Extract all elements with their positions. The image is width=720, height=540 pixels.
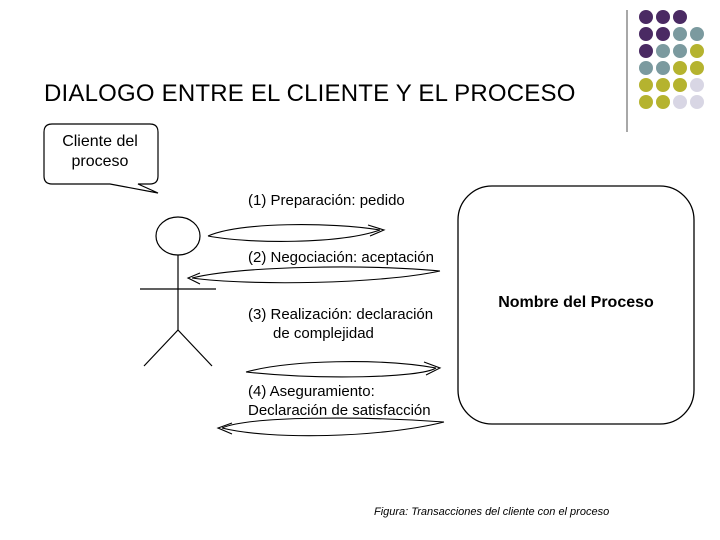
decorative-dot <box>656 10 670 24</box>
speech-bubble <box>43 123 159 194</box>
transaction-label-4: (4) Aseguramiento: Declaración de satisf… <box>248 382 431 420</box>
decorative-dot <box>690 95 704 109</box>
figure-caption: Figura: Transacciones del cliente con el… <box>374 506 610 518</box>
transaction-label-4-line-2: Declaración de satisfacción <box>248 402 431 419</box>
bubble-line-2: proceso <box>71 153 129 170</box>
decorative-dot <box>690 61 704 75</box>
bubble-line-1: Cliente del <box>62 133 138 150</box>
transaction-label-4-line-1: (4) Aseguramiento: <box>248 383 375 400</box>
decorative-dot <box>656 27 670 41</box>
page-title: DIALOGO ENTRE EL CLIENTE Y EL PROCESO <box>44 80 576 107</box>
decorative-dot <box>639 27 653 41</box>
decorative-dot <box>673 78 687 92</box>
decorative-dot <box>673 95 687 109</box>
decorative-dot <box>673 10 687 24</box>
transaction-arrow-3 <box>245 361 442 378</box>
transaction-arrow-2 <box>186 266 441 285</box>
decorative-dot <box>639 10 653 24</box>
process-name: Nombre del Proceso <box>498 294 654 311</box>
transaction-label-3-line-2: de complejidad <box>273 325 374 342</box>
title-divider-line <box>626 10 628 132</box>
decorative-dot <box>639 61 653 75</box>
speech-bubble-text: Cliente del proceso <box>44 132 156 172</box>
decorative-dot <box>656 78 670 92</box>
process-box <box>457 185 695 425</box>
decorative-dot-grid <box>639 10 704 109</box>
transaction-arrow-1 <box>207 224 386 242</box>
decorative-dot <box>656 95 670 109</box>
transaction-label-1: (1) Preparación: pedido <box>248 192 405 209</box>
decorative-dot <box>656 44 670 58</box>
decorative-dot <box>639 44 653 58</box>
decorative-dot <box>690 44 704 58</box>
decorative-dot <box>639 78 653 92</box>
decorative-dot <box>690 27 704 41</box>
transaction-arrow-4 <box>216 417 445 437</box>
stick-figure-icon <box>140 216 216 367</box>
decorative-dot <box>656 61 670 75</box>
decorative-dot <box>673 61 687 75</box>
decorative-dot <box>673 44 687 58</box>
transaction-label-2: (2) Negociación: aceptación <box>248 249 434 266</box>
decorative-dot <box>690 78 704 92</box>
decorative-dot <box>673 27 687 41</box>
decorative-dot <box>639 95 653 109</box>
transaction-label-3-line-1: (3) Realización: declaración <box>248 306 434 323</box>
transaction-label-3: (3) Realización: declaración de compleji… <box>248 305 433 343</box>
